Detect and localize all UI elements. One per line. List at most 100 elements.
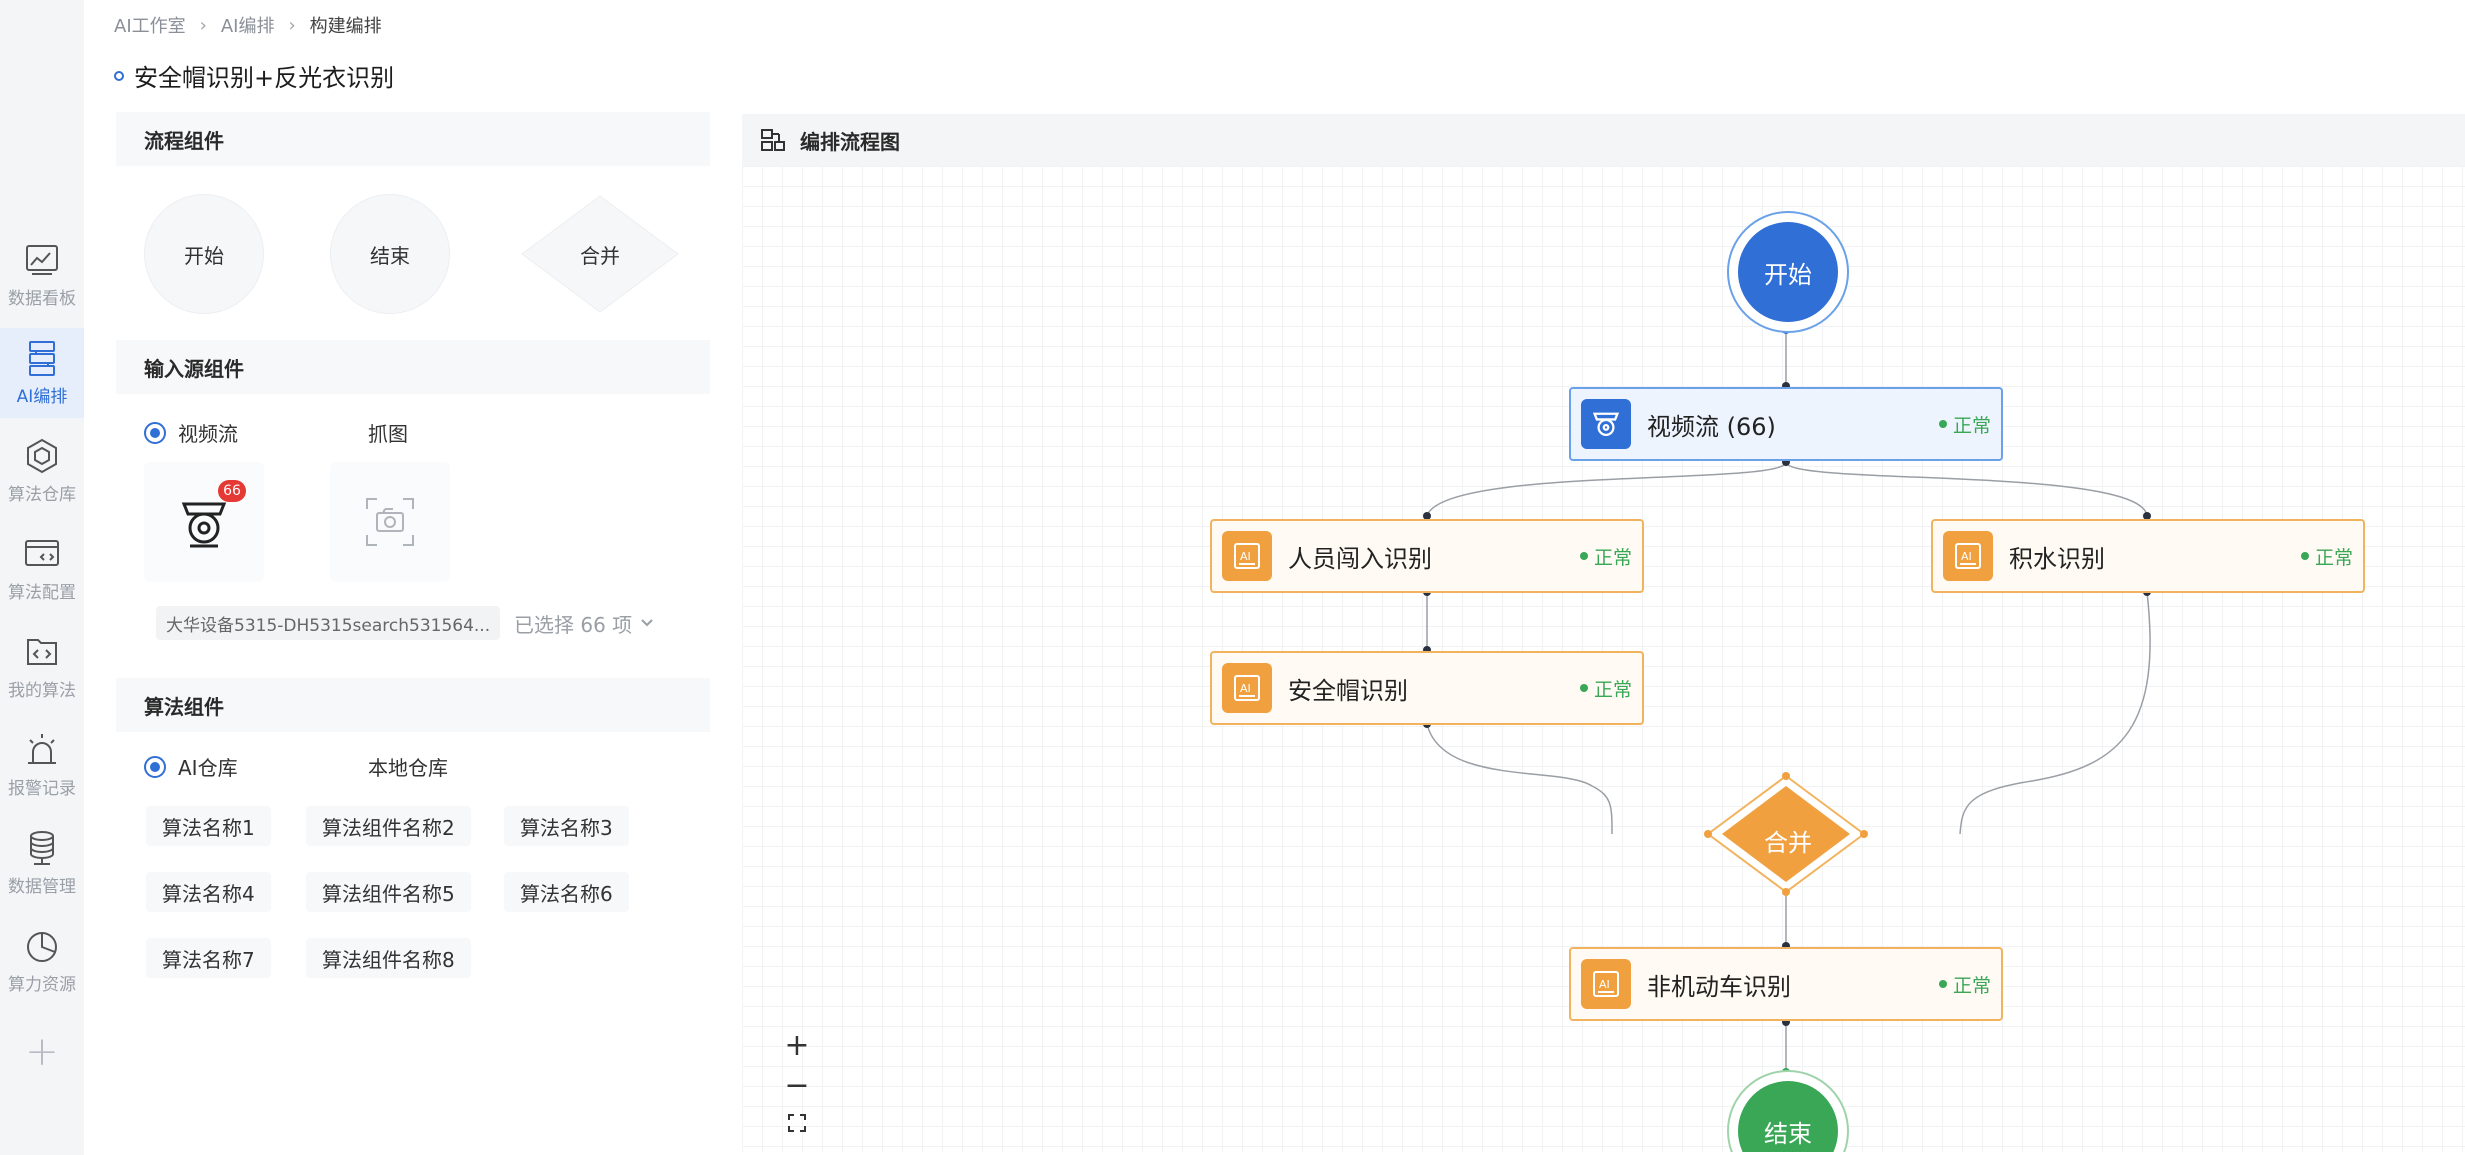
node-status: 正常 <box>1938 971 1991 998</box>
snapshot-source-tile[interactable] <box>330 462 450 582</box>
sidebar-item-algorithm-config[interactable]: 算法配置 <box>0 524 84 614</box>
node-name: 视频流 (66) <box>1647 412 1776 441</box>
sidebar-item-ai-orchestration[interactable]: AI编排 <box>0 328 84 418</box>
flow-merge-node[interactable]: 合并 <box>1764 828 1812 857</box>
camera-icon <box>181 502 227 548</box>
algorithm-chip[interactable]: 算法组件名称5 <box>306 872 471 912</box>
canvas-title: 编排流程图 <box>800 129 900 154</box>
sidebar-item-dashboard[interactable]: 数据看板 <box>0 230 84 320</box>
node-name: 积水识别 <box>2009 544 2105 573</box>
status-text: 正常 <box>1593 546 1632 569</box>
option-local-warehouse[interactable]: 本地仓库 <box>368 756 448 780</box>
algorithm-chip[interactable]: 算法名称6 <box>504 872 629 912</box>
edge-video-intrusion <box>1426 461 1787 517</box>
radio-ai-warehouse[interactable]: AI仓库 <box>144 752 238 781</box>
snapshot-icon <box>366 498 414 546</box>
plus-icon[interactable]: + <box>25 1029 59 1075</box>
end-component-label: 结束 <box>370 243 410 268</box>
sidebar-item-label: 算力资源 <box>8 975 76 995</box>
node-status: 正常 <box>2300 543 2353 570</box>
edge-helmet-merge <box>1426 723 1613 835</box>
sidebar-item-compute-resource[interactable]: 算力资源 <box>0 916 84 1006</box>
option-snapshot[interactable]: 抓图 <box>368 422 408 446</box>
component-panel: 流程组件 开始 结束 合并 输入源组件 视频流 抓图 66 大华设备5315-D… <box>116 112 710 1132</box>
ai-chip-icon: AI <box>1943 531 1993 581</box>
database-icon <box>30 831 54 865</box>
sidebar-item-label: 算法仓库 <box>8 485 76 505</box>
device-chip[interactable]: 大华设备5315-DH5315search531564... <box>156 606 501 640</box>
sidebar-item-my-algorithm[interactable]: 我的算法 <box>0 622 84 712</box>
radio-icon <box>144 755 166 778</box>
algorithm-chip[interactable]: 算法名称7 <box>146 938 271 978</box>
flow-node-intrusion[interactable]: AI 人员闯入识别 正常 <box>1210 519 1644 593</box>
algorithm-chip[interactable]: 算法名称1 <box>146 806 271 846</box>
node-name: 非机动车识别 <box>1647 972 1791 1001</box>
start-component[interactable]: 开始 <box>144 194 264 314</box>
svg-text:AI: AI <box>1599 978 1610 991</box>
edge-video-water <box>1785 461 2148 517</box>
flow-chart-icon <box>761 129 785 151</box>
camera-count-badge: 66 <box>218 480 246 502</box>
canvas-header: 编排流程图 <box>742 114 2465 166</box>
title-dot-icon <box>114 70 124 81</box>
radio-icon <box>144 421 166 444</box>
merge-component-label: 合并 <box>580 243 620 268</box>
svg-text:AI: AI <box>1240 682 1251 695</box>
flow-node-helmet[interactable]: AI 安全帽识别 正常 <box>1210 651 1644 725</box>
sidebar-item-data-management[interactable]: 数据管理 <box>0 818 84 908</box>
dashboard-icon <box>26 245 58 275</box>
start-component-label: 开始 <box>184 243 224 268</box>
zoom-in-button[interactable]: + <box>784 1027 810 1063</box>
device-select[interactable]: 已选择 66 项 <box>514 606 654 640</box>
algorithm-chip[interactable]: 算法组件名称8 <box>306 938 471 978</box>
status-text: 正常 <box>1952 974 1991 997</box>
sidebar-item-label: 报警记录 <box>8 779 76 799</box>
section-title-flow: 流程组件 <box>116 112 710 166</box>
svg-text:AI: AI <box>1240 550 1251 563</box>
node-name: 人员闯入识别 <box>1288 544 1432 573</box>
status-text: 正常 <box>2314 546 2353 569</box>
section-title-input: 输入源组件 <box>116 340 710 394</box>
node-name: 安全帽识别 <box>1288 676 1408 705</box>
sidebar-item-label: 数据管理 <box>8 877 76 897</box>
breadcrumb-item[interactable]: AI编排 <box>220 16 275 37</box>
end-component[interactable]: 结束 <box>330 194 450 314</box>
sidebar-item-label: 我的算法 <box>8 681 76 701</box>
sidebar-item-label: 数据看板 <box>8 289 76 309</box>
breadcrumb-item[interactable]: AI工作室 <box>114 16 186 37</box>
sidebar-item-algorithm-warehouse[interactable]: 算法仓库 <box>0 426 84 516</box>
status-text: 正常 <box>1952 414 1991 437</box>
status-dot-icon <box>1579 552 1588 560</box>
flow-canvas[interactable]: 开始 视频流 (66) 正常 AI 人员闯入识别 正常 AI 积水识别 正常 A… <box>742 166 2465 1152</box>
flow-start-node[interactable]: 开始 <box>1727 211 1849 333</box>
device-select-summary: 已选择 66 项 <box>514 612 633 637</box>
section-title-algorithm: 算法组件 <box>116 678 710 732</box>
page-title: 安全帽识别+反光衣识别 <box>114 58 394 93</box>
status-text: 正常 <box>1593 678 1632 701</box>
sidebar-item-alarm-record[interactable]: 报警记录 <box>0 720 84 810</box>
algorithm-chip[interactable]: 算法名称3 <box>504 806 629 846</box>
ai-chip-icon: AI <box>1222 531 1272 581</box>
camera-source-tile[interactable]: 66 <box>144 462 264 582</box>
diamond-shape <box>521 195 679 313</box>
status-dot-icon <box>2300 552 2309 560</box>
sidebar-item-label: AI编排 <box>16 387 68 407</box>
alarm-icon <box>28 734 56 764</box>
page-title-text: 安全帽识别+反光衣识别 <box>134 64 395 92</box>
sidebar: 数据看板 AI编排 算法仓库 算法配置 我的算法 报警记录 <box>0 0 84 1155</box>
orchestration-icon <box>29 341 55 376</box>
radio-video-stream[interactable]: 视频流 <box>144 418 238 447</box>
algorithm-chip[interactable]: 算法名称4 <box>146 872 271 912</box>
sidebar-item-label: 算法配置 <box>8 583 76 603</box>
flow-node-non-motor[interactable]: AI 非机动车识别 正常 <box>1569 947 2003 1021</box>
fit-screen-button[interactable] <box>782 1108 812 1138</box>
algorithm-chip[interactable]: 算法组件名称2 <box>306 806 471 846</box>
svg-text:AI: AI <box>1961 550 1972 563</box>
flow-node-video-stream[interactable]: 视频流 (66) 正常 <box>1569 387 2003 461</box>
merge-component[interactable]: 合并 <box>520 194 680 314</box>
radio-label: 视频流 <box>178 422 238 446</box>
flow-node-water[interactable]: AI 积水识别 正常 <box>1931 519 2365 593</box>
zoom-out-button[interactable]: − <box>784 1067 810 1103</box>
node-status: 正常 <box>1579 675 1632 702</box>
status-dot-icon <box>1938 420 1947 428</box>
